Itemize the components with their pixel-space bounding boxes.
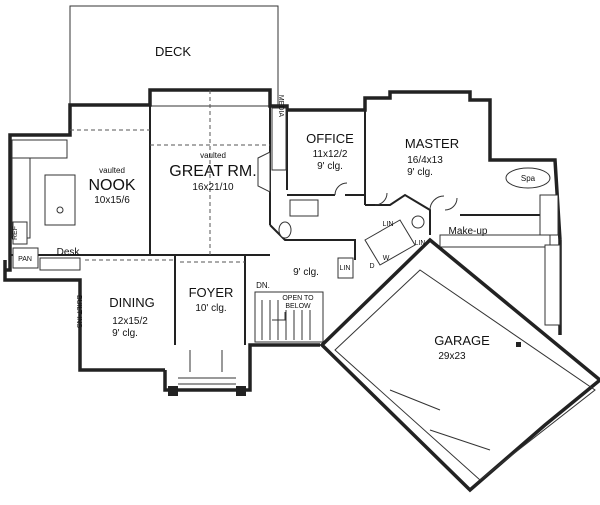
master-bath xyxy=(411,167,561,326)
garage xyxy=(319,237,600,493)
closet-shelf xyxy=(544,244,561,326)
lin-label-3: LIN xyxy=(415,240,426,247)
wc xyxy=(411,215,425,229)
media-cabinet xyxy=(271,107,287,171)
master-door-2 xyxy=(429,195,445,211)
dashed-lines xyxy=(70,90,270,263)
media-label: MEDIA xyxy=(277,95,284,118)
fireplace-hearth xyxy=(257,151,271,193)
fridge xyxy=(12,221,28,245)
porch-column-right xyxy=(236,386,246,396)
great-room-prefix: vaulted xyxy=(200,151,226,160)
shower xyxy=(539,194,559,236)
doors xyxy=(334,182,458,211)
great-room-name: GREAT RM. xyxy=(169,163,256,180)
lin-label-1: LIN xyxy=(340,265,351,272)
garage-walls xyxy=(319,237,600,493)
kitchen-island xyxy=(44,174,76,226)
interior-walls xyxy=(10,90,555,345)
fireplace xyxy=(257,107,287,193)
laundry xyxy=(337,219,416,279)
dining-name: DINING xyxy=(109,295,155,310)
great-room-size: 16x21/10 xyxy=(192,182,234,193)
wall-kitchen-bottom xyxy=(3,260,82,290)
office-ceiling: 9' clg. xyxy=(317,161,343,172)
garage-door-line-1 xyxy=(389,389,441,411)
garage-name: GARAGE xyxy=(434,333,490,348)
dryer-label: D xyxy=(369,263,374,270)
built-ins-label: BUILT-INS xyxy=(75,295,82,328)
entry-porch xyxy=(168,350,246,396)
master-door xyxy=(374,192,388,206)
office-name: OFFICE xyxy=(306,131,354,146)
washer-label: W xyxy=(383,255,390,262)
dining-ceiling: 9' clg. xyxy=(112,328,138,339)
laundry-room xyxy=(364,219,416,266)
half-bath xyxy=(278,199,319,239)
makeup-label: Make-up xyxy=(449,226,488,237)
foyer-name: FOYER xyxy=(189,285,234,300)
makeup-counter xyxy=(439,234,551,248)
nook-size: 10x15/6 xyxy=(94,195,130,206)
desk-label: Desk xyxy=(57,247,81,258)
kitchen-counter-top xyxy=(11,139,68,159)
toilet xyxy=(278,221,292,239)
dining-size: 12x15/2 xyxy=(112,316,148,327)
ref-label: REF xyxy=(12,226,19,240)
wall-master-bottom xyxy=(365,193,431,235)
deck xyxy=(69,5,279,107)
spa-tub xyxy=(505,167,551,189)
wall-office-master-top xyxy=(268,90,562,241)
sink xyxy=(56,206,64,214)
nook-prefix: vaulted xyxy=(99,166,125,175)
front-door-jambs xyxy=(189,350,223,372)
master-ceiling: 9' clg. xyxy=(407,167,433,178)
open-to-label: OPEN TO xyxy=(282,295,314,302)
wall-bath-hall xyxy=(269,224,356,260)
bath-vanity xyxy=(289,199,319,217)
office-size: 11x12/2 xyxy=(313,149,348,160)
hall-ceiling: 9' clg. xyxy=(293,267,319,278)
lin-label-2: LIN xyxy=(383,221,394,228)
master-size: 16/4x13 xyxy=(407,155,443,166)
stairs xyxy=(254,291,324,343)
deck-label: DECK xyxy=(155,44,191,59)
garage-size: 29x23 xyxy=(438,351,466,362)
desk-counter xyxy=(39,257,81,271)
spa-label: Spa xyxy=(521,174,536,183)
wall-dining xyxy=(78,290,165,372)
kitchen xyxy=(11,139,81,271)
foyer-ceiling: 10' clg. xyxy=(195,303,226,314)
porch-column-left xyxy=(168,386,178,396)
stair-well xyxy=(254,291,324,343)
nook-name: NOOK xyxy=(88,177,135,194)
garage-slab xyxy=(334,269,596,481)
pan-label: PAN xyxy=(18,256,32,263)
master-door-3 xyxy=(444,197,458,211)
garage-post xyxy=(516,342,521,347)
pantry xyxy=(12,247,39,269)
below-label: BELOW xyxy=(285,303,311,310)
lin-closet-1 xyxy=(337,257,354,279)
dn-label: DN. xyxy=(256,281,270,290)
office-door xyxy=(334,182,348,196)
stair-arrow xyxy=(272,312,286,321)
wall-foyer-front xyxy=(163,343,320,392)
labels: DECK vaulted GREAT RM. 16x21/10 vaulted … xyxy=(12,44,536,362)
master-name: MASTER xyxy=(405,136,459,151)
garage-door-line-2 xyxy=(429,429,491,451)
